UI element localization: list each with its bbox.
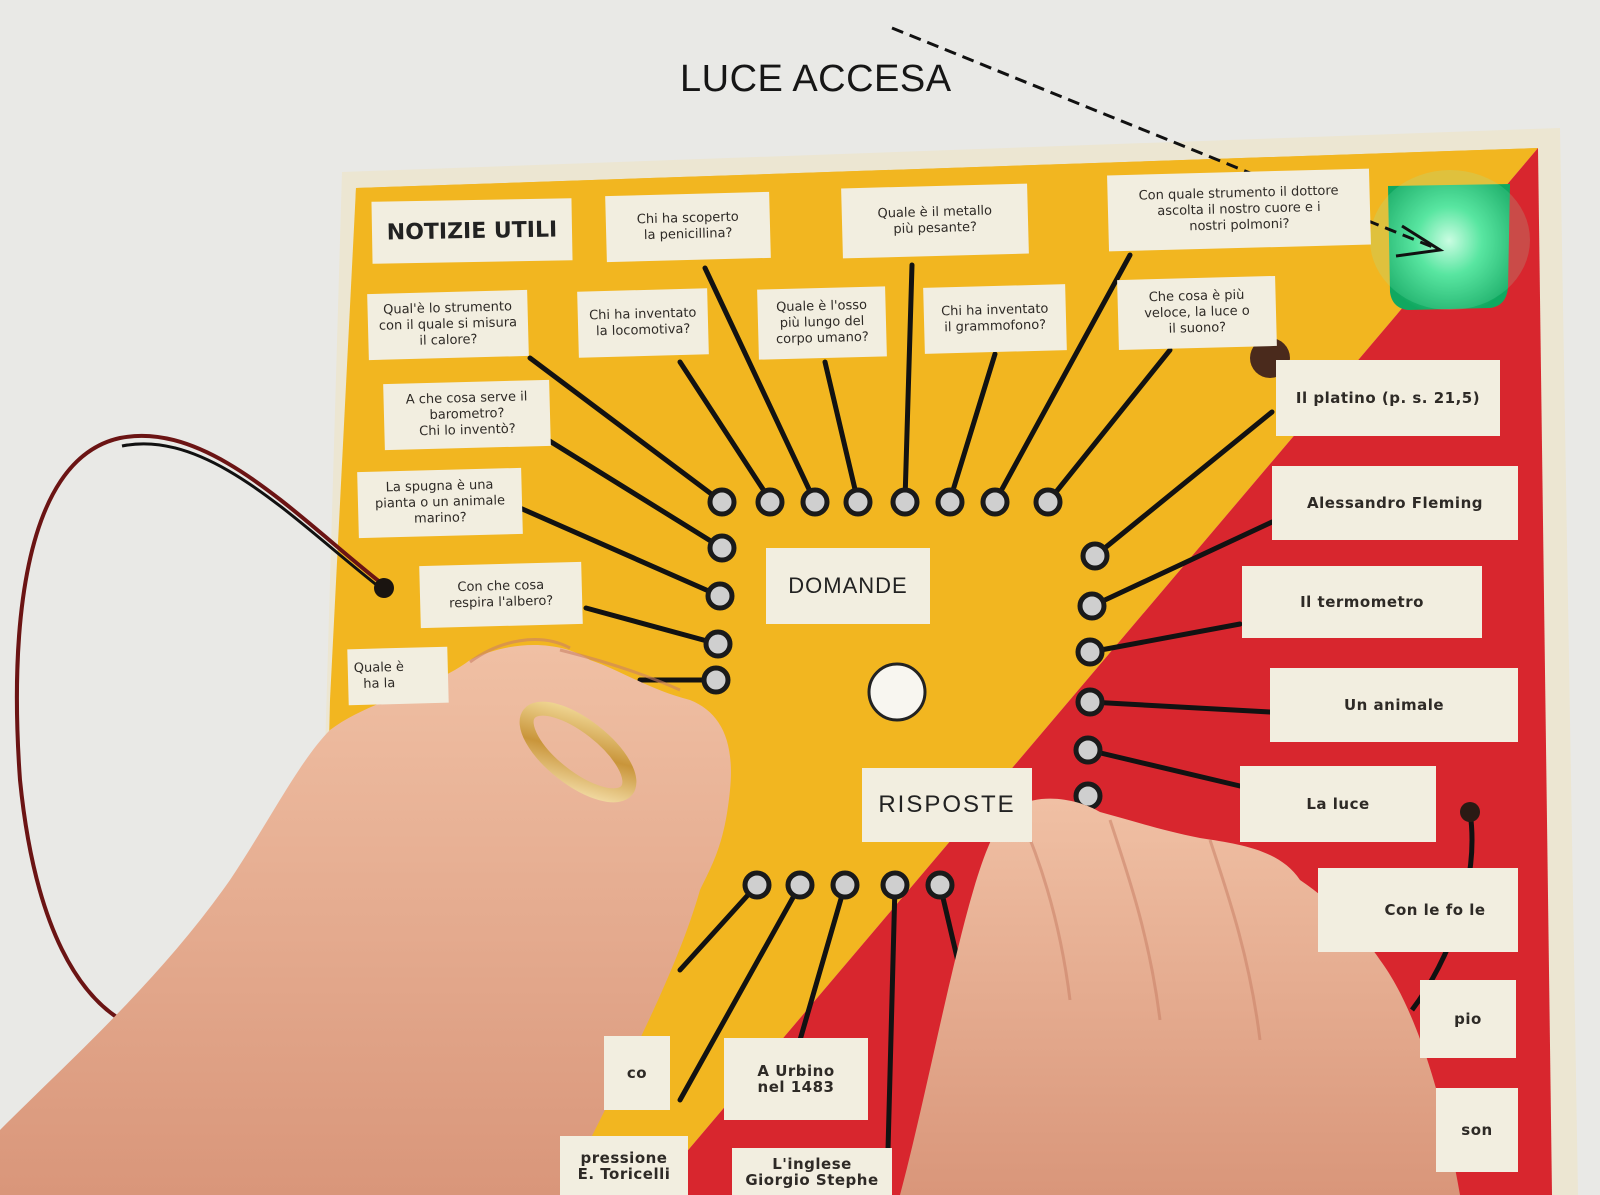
answer-card: A Urbino nel 1483	[724, 1038, 868, 1120]
question-card: Qual'è lo strumento con il quale si misu…	[367, 289, 529, 361]
answer-card: La luce	[1240, 766, 1436, 842]
answer-card: co	[604, 1036, 670, 1110]
left-hand-knuckles	[469, 638, 681, 692]
question-card: Quale è ha la	[347, 646, 449, 706]
question-card: Che cosa è più veloce, la luce o il suon…	[1117, 275, 1277, 351]
question-card: La spugna è una pianta o un animale mari…	[357, 467, 523, 539]
annotation-arrow	[891, 26, 1441, 252]
center-circle	[867, 662, 927, 722]
answer-lines	[677, 409, 1275, 1153]
ring	[519, 701, 637, 803]
light-glow	[1370, 170, 1530, 310]
answer-card: pio	[1420, 980, 1516, 1058]
socket-left	[374, 578, 394, 598]
question-card: Chi ha inventato il grammofono?	[923, 284, 1067, 354]
question-card: Quale è l'osso più lungo del corpo umano…	[757, 286, 887, 360]
answer-card: Alessandro Fleming	[1272, 466, 1518, 540]
answer-card: pressione E. Toricelli	[560, 1136, 688, 1195]
answer-card: Un animale	[1270, 668, 1518, 742]
annotation-label: LUCE ACCESA	[680, 58, 952, 100]
question-card: Chi ha scoperto la penicillina?	[605, 191, 771, 263]
light-indicator	[1388, 184, 1510, 310]
wire-left	[14, 434, 387, 1027]
answer-card: Il platino (p. s. 21,5)	[1276, 360, 1500, 436]
question-card: Chi ha inventato la locomotiva?	[577, 288, 709, 358]
question-card: A che cosa serve il barometro? Chi lo in…	[383, 379, 551, 451]
socket-right	[1460, 802, 1480, 822]
question-card: Quale è il metallo più pesante?	[841, 183, 1029, 259]
left-hand	[0, 645, 731, 1195]
question-lines	[517, 252, 1173, 683]
answer-card: son	[1436, 1088, 1518, 1172]
question-card: Con che cosa respira l'albero?	[419, 561, 583, 629]
board-title: NOTIZIE UTILI	[371, 198, 573, 264]
answer-card: L'inglese Giorgio Stephe	[732, 1148, 892, 1195]
question-card: Con quale strumento il dottore ascolta i…	[1107, 168, 1371, 252]
annotation-arrowhead	[1395, 224, 1445, 258]
domande-label: DOMANDE	[766, 548, 930, 624]
wire-left-dark	[121, 442, 384, 592]
answer-card: Con le fo le	[1318, 868, 1518, 952]
risposte-label: RISPOSTE	[862, 768, 1032, 842]
answer-card: Il termometro	[1242, 566, 1482, 638]
rivets	[701, 487, 1110, 900]
